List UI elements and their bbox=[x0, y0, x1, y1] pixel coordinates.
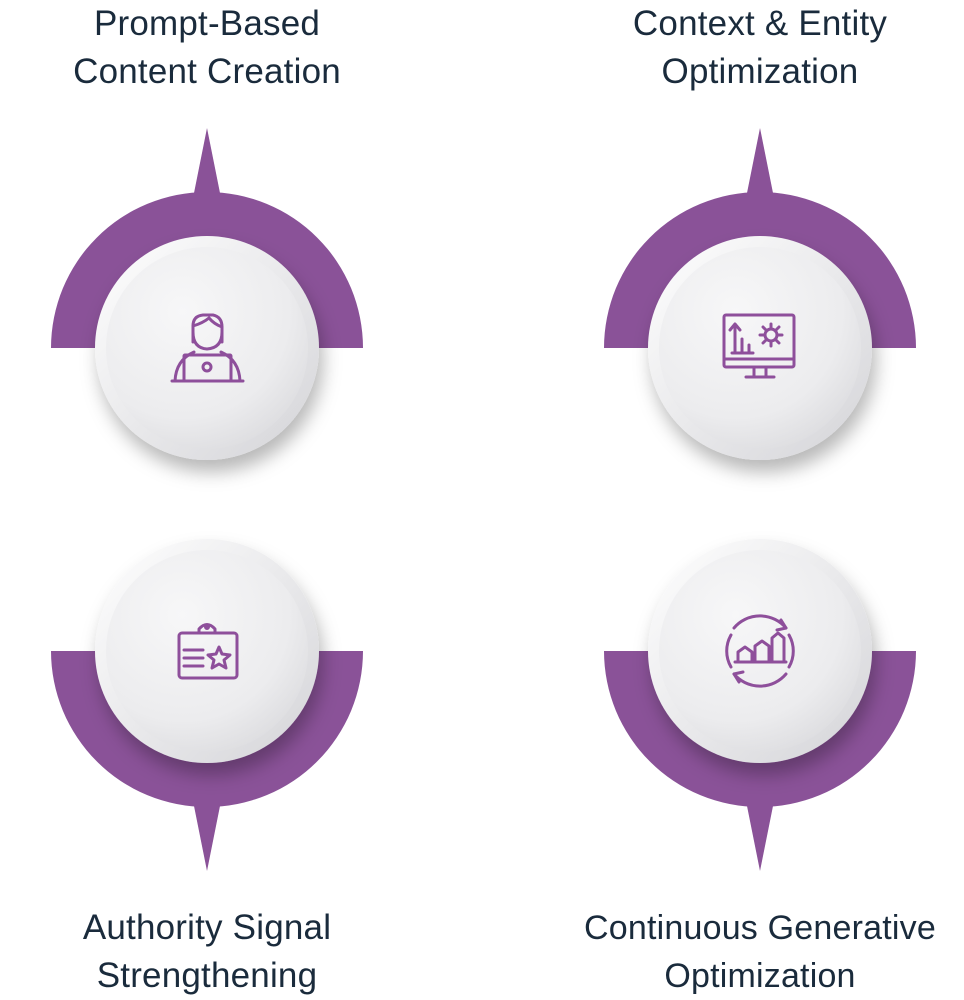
label-line: Context & Entity bbox=[632, 4, 888, 43]
label-prompt-based: Prompt-Based Content Creation bbox=[0, 0, 417, 96]
disc bbox=[659, 247, 861, 449]
arc-top bbox=[51, 192, 363, 348]
label-line: Optimization bbox=[664, 957, 856, 995]
person-laptop-icon bbox=[170, 313, 245, 383]
label-line: Authority Signal bbox=[82, 908, 332, 947]
node-context-entity bbox=[604, 128, 916, 460]
pointer-down bbox=[193, 801, 221, 871]
label-line: Continuous Generative bbox=[584, 909, 936, 947]
arc-top bbox=[604, 192, 916, 348]
arc-bottom bbox=[51, 651, 363, 807]
arc-bottom bbox=[604, 651, 916, 807]
label-line: Prompt-Based bbox=[93, 4, 321, 43]
label-line: Strengthening bbox=[96, 956, 318, 995]
label-context-entity: Context & Entity Optimization bbox=[550, 0, 964, 96]
node-authority-signal bbox=[51, 539, 363, 871]
growth-cycle-icon bbox=[725, 614, 795, 688]
label-line: Content Creation bbox=[73, 52, 341, 91]
node-prompt-based bbox=[51, 128, 363, 460]
label-authority-signal: Authority Signal Strengthening bbox=[0, 904, 417, 1000]
disc bbox=[659, 550, 861, 752]
pointer-up bbox=[746, 128, 774, 198]
label-line: Optimization bbox=[661, 52, 859, 91]
monitor-analytics-icon bbox=[722, 313, 796, 379]
pointer-up bbox=[193, 128, 221, 198]
certificate-badge-icon bbox=[177, 623, 239, 680]
label-continuous-generative: Continuous Generative Optimization bbox=[537, 904, 964, 1000]
pointer-down bbox=[746, 801, 774, 871]
node-continuous-generative bbox=[604, 539, 916, 871]
disc bbox=[106, 550, 308, 752]
